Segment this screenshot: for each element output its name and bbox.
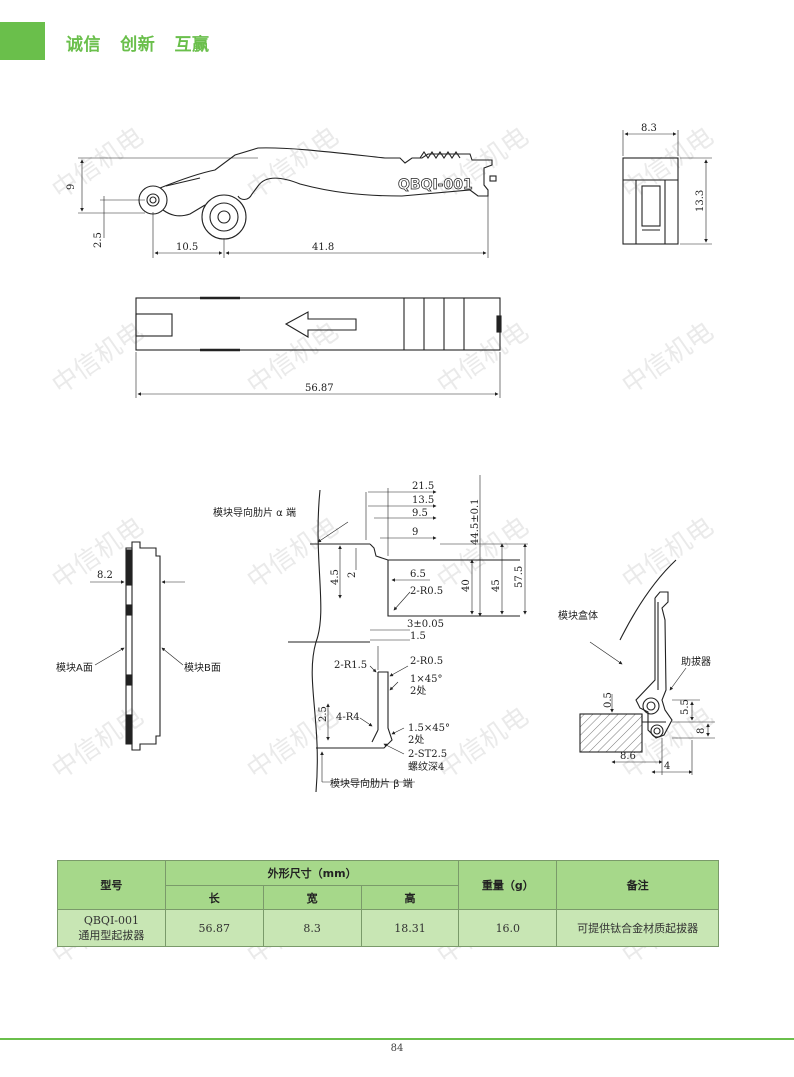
dim-45: 45 [491,579,502,592]
dim-radius-4: 4-R4 [336,712,360,723]
dim-2-5: 2.5 [318,706,329,722]
dim-chamfer-1-5-count: 2处 [408,734,424,746]
dim-chamfer-1-count: 2处 [410,685,426,697]
top-view-dimensions [135,352,501,398]
dim-40: 40 [461,579,472,592]
table-row: QBQI-001 通用型起拔器 56.87 8.3 18.31 16.0 可提供… [57,909,719,947]
dim-9: 9 [412,527,418,538]
watermark: 中信机电 [47,316,149,400]
spec-table: 型号 外形尺寸（mm） 重量（g） 备注 长 宽 高 QBQI-001 通用型起… [57,860,719,947]
dim-screw: 2-ST2.5 [408,749,447,760]
model-name: 通用型起拔器 [78,929,145,942]
dim-21-5: 21.5 [412,481,434,492]
watermark: 中信机电 [617,316,719,400]
dim-radius-1-5: 2-R1.5 [334,660,367,671]
dim-1-5: 1.5 [410,631,426,642]
cell-width: 8.3 [262,909,362,947]
watermarks: 中信机电 中信机电 中信机电 中信机电 中信机电 中信机电 中信机电 中信机电 … [47,121,719,970]
dim-57-5: 57.5 [514,566,525,588]
extractor-end-view [622,157,679,245]
part-marking: QBQI-001 [398,177,473,193]
header-length: 长 [164,885,264,910]
dim-2: 2 [347,572,358,578]
cell-remark: 可提供钛合金材质起拔器 [556,909,719,947]
dim-end-height: 13.3 [695,190,706,212]
dim-module-thickness: 8.2 [97,570,113,581]
dim-44-5: 44.5±0.1 [470,498,481,545]
header-width: 宽 [262,885,362,910]
extractor-top-view [135,296,502,352]
header-height: 高 [360,885,460,910]
rib-detail-dimensions [317,475,528,783]
dim-8: 8 [696,728,707,734]
dim-3-tolerance: 3±0.05 [407,619,444,630]
header-slogan: 诚信 创新 互赢 [66,35,210,55]
header-dimensions: 外形尺寸（mm） [164,860,460,886]
header-weight: 重量（g） [458,860,558,910]
cell-weight: 16.0 [458,909,558,947]
dim-5-5: 5.5 [680,699,691,715]
label-extractor: 助拔器 [681,655,711,668]
end-view-dimensions [622,130,712,245]
watermark: 中信机电 [432,701,534,785]
module-profile [125,541,161,751]
header-accent-block [0,22,45,60]
dim-4-5: 4.5 [330,569,341,585]
watermark: 中信机电 [432,121,534,205]
dim-radius-mid: 2-R0.5 [410,656,443,667]
dim-offset: 2.5 [93,232,104,248]
cell-height: 18.31 [360,909,460,947]
rib-detail-outline [288,489,520,793]
dim-13-5: 13.5 [412,495,434,506]
label-module-box: 模块盒体 [558,609,598,622]
assembly-view [579,559,677,753]
cell-model: QBQI-001 通用型起拔器 [57,909,166,947]
watermark: 中信机电 [47,701,149,785]
assembly-dimensions [589,641,715,775]
watermark: 中信机电 [47,511,149,595]
dim-4: 4 [664,761,670,772]
dim-length: 41.8 [312,242,334,253]
dim-0-5: 0.5 [603,692,614,708]
label-face-b: 模块B面 [184,662,221,674]
cell-length: 56.87 [164,909,264,947]
page-number: 84 [390,1043,404,1054]
header-model: 型号 [57,860,166,910]
dim-total-length: 56.87 [305,383,334,394]
watermark: 中信机电 [432,316,534,400]
dim-chamfer-1: 1×45° [410,674,442,685]
watermark: 中信机电 [242,121,344,205]
dim-pivot-distance: 10.5 [176,242,198,253]
dim-chamfer-1-5: 1.5×45° [408,723,450,734]
dim-end-width: 8.3 [641,123,657,134]
label-rib-beta-end: 模块导向肋片 β 端 [330,777,413,790]
dim-radius-top: 2-R0.5 [410,586,443,597]
dim-height: 9 [66,184,77,190]
dim-9-5: 9.5 [412,508,428,519]
label-rib-alpha-end: 模块导向肋片 α 端 [213,506,296,519]
footer-divider [0,1038,794,1040]
side-view-dimensions [78,157,489,258]
model-code: QBQI-001 [83,914,140,927]
watermark: 中信机电 [617,511,719,595]
dim-thread-depth: 螺纹深4 [408,760,444,773]
module-dimensions [90,580,185,666]
dim-8-6: 8.6 [620,751,636,762]
watermark: 中信机电 [47,121,149,205]
dim-6-5: 6.5 [410,569,426,580]
watermark: 中信机电 [242,511,344,595]
label-face-a: 模块A面 [56,662,93,674]
header-remark: 备注 [556,860,719,910]
